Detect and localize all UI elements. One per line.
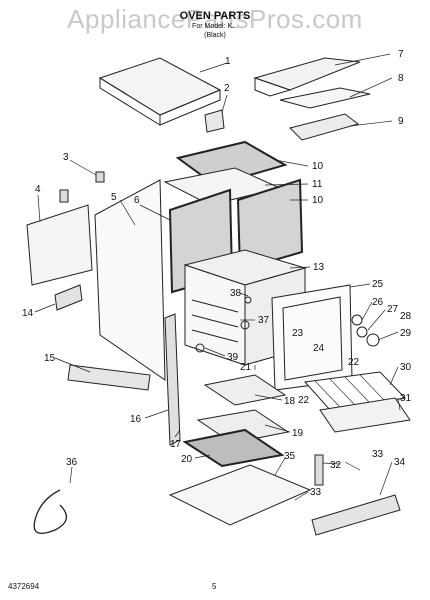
footer-part-number: 4372694 <box>8 582 40 591</box>
callout-33a: 33 <box>372 449 384 460</box>
part-39-grommet <box>195 343 205 353</box>
callout-23: 23 <box>292 328 304 339</box>
part-8-plate <box>279 87 371 109</box>
callout-22a: 22 <box>348 357 360 368</box>
callout-18: 18 <box>284 396 296 407</box>
callout-39: 39 <box>227 352 239 363</box>
model-line: For Model: K... <box>192 23 238 30</box>
callout-19: 19 <box>292 428 304 439</box>
callout-21: 21 <box>240 362 252 373</box>
footer-page-number: 5 <box>212 582 217 591</box>
part-2-bracket <box>204 109 225 133</box>
callout-10a: 10 <box>312 161 324 172</box>
callout-37: 37 <box>258 315 270 326</box>
callout-13: 13 <box>313 262 325 273</box>
callout-20: 20 <box>181 454 193 465</box>
part-4-side-panel <box>26 204 93 286</box>
callout-6: 6 <box>134 195 140 206</box>
watermark: AppliancePartsPros.com <box>67 4 363 34</box>
callout-17: 17 <box>170 439 182 450</box>
callout-7: 7 <box>398 49 404 60</box>
callout-11: 11 <box>312 179 323 190</box>
callout-labels: 1 2 3 4 5 6 7 8 9 10 10 11 13 14 15 16 1… <box>22 49 412 498</box>
part-1-top-panel <box>98 57 222 116</box>
callout-14: 14 <box>22 308 34 319</box>
callout-4: 4 <box>35 184 41 195</box>
callout-32: 32 <box>330 460 342 471</box>
part-35-base <box>168 464 312 526</box>
part-9-duct <box>289 113 360 141</box>
callout-36: 36 <box>66 457 78 468</box>
part-14-bracket <box>54 284 83 311</box>
part-17-trim <box>164 313 181 446</box>
callout-30: 30 <box>400 362 412 373</box>
part-18-pan <box>203 374 287 406</box>
callout-35: 35 <box>284 451 296 462</box>
part-15-kick <box>67 364 151 391</box>
callout-38: 38 <box>230 288 242 299</box>
callout-10b: 10 <box>312 195 324 206</box>
part-29-knob <box>366 333 380 347</box>
diagram-title: OVEN PARTS <box>179 10 251 22</box>
callout-28: 28 <box>400 311 412 322</box>
part-34-rail <box>311 494 401 536</box>
part-3-clip <box>95 171 105 183</box>
callout-27: 27 <box>387 304 399 315</box>
callout-22b: 22 <box>298 395 310 406</box>
callout-5: 5 <box>111 192 117 203</box>
callout-29: 29 <box>400 328 412 339</box>
callout-33b: 33 <box>310 487 322 498</box>
part-38-screw <box>244 296 252 304</box>
callout-26: 26 <box>372 297 384 308</box>
color-line: (Black) <box>204 32 226 39</box>
part-37-knob <box>240 320 250 330</box>
callout-31: 31 <box>400 393 412 404</box>
part-36-cord <box>33 489 67 534</box>
callout-8: 8 <box>398 73 404 84</box>
part-20-element <box>182 428 285 468</box>
callout-1: 1 <box>225 56 231 67</box>
callout-9: 9 <box>398 116 404 127</box>
callout-34: 34 <box>394 457 406 468</box>
part-31-broil-pan <box>319 397 411 433</box>
callout-15: 15 <box>44 353 56 364</box>
part-32-bracket <box>314 454 324 486</box>
part-27-knob <box>356 326 368 338</box>
part-5-cabinet-side <box>94 179 166 381</box>
callout-24: 24 <box>313 343 325 354</box>
callout-3: 3 <box>63 152 69 163</box>
callout-16: 16 <box>130 414 142 425</box>
callout-25: 25 <box>372 279 384 290</box>
callout-2: 2 <box>224 83 230 94</box>
part-26-knob <box>351 314 363 326</box>
